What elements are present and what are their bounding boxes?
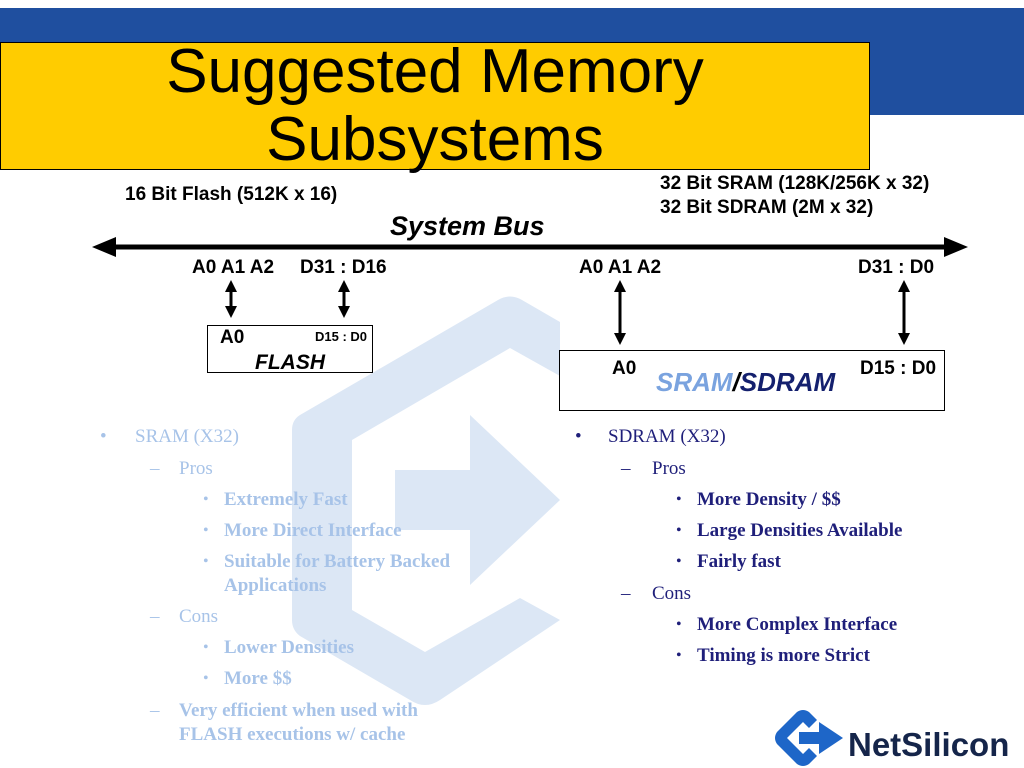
list-marker: • [575, 426, 582, 447]
logo-diamond-band [775, 710, 817, 766]
list-marker: • [100, 426, 107, 447]
system-bus-right-arrowhead [944, 237, 968, 257]
flash-box-name: FLASH [255, 351, 325, 374]
list-marker: • [203, 491, 209, 508]
list-marker: • [203, 670, 209, 687]
list-item: Extremely Fast [224, 489, 348, 510]
list-marker: • [676, 553, 682, 570]
flash-data-arrow-bottom [338, 306, 350, 318]
list-item: Timing is more Strict [697, 645, 870, 666]
flash-data-pins: D31 : D16 [300, 257, 387, 278]
list-item: SDRAM (X32) [608, 426, 726, 447]
flash-box-data-pins: D15 : D0 [315, 329, 368, 344]
list-item: Fairly fast [697, 551, 781, 572]
list-item: Cons [652, 583, 692, 604]
ram-box-name-sdram: SDRAM [739, 367, 836, 397]
ram-address-arrow-top [614, 280, 626, 292]
ram-box-address-pin: A0 [612, 358, 637, 379]
list-marker: – [621, 583, 631, 604]
ram-box-data-pins: D15 : D0 [860, 358, 937, 379]
list-marker: – [150, 458, 160, 479]
list-item: Pros [179, 458, 213, 479]
title-line-2: Subsystems [266, 105, 604, 174]
logo-text: NetSilicon [848, 726, 1010, 763]
watermark-band [292, 296, 560, 705]
ram-box-name: SRAM/SDRAM [656, 367, 835, 397]
sram-caption: 32 Bit SRAM (128K/256K x 32) [660, 173, 930, 194]
list-item: Cons [179, 606, 219, 627]
flash-address-pins: A0 A1 A2 [192, 257, 275, 278]
list-marker: – [150, 606, 160, 627]
flash-caption: 16 Bit Flash (512K x 16) [125, 184, 338, 205]
list-marker: • [676, 616, 682, 633]
flash-data-arrow-top [338, 280, 350, 292]
sram-sdram-box [559, 350, 945, 411]
list-item: More Complex Interface [697, 614, 898, 635]
list-marker: • [676, 522, 682, 539]
ram-address-pins: A0 A1 A2 [579, 257, 662, 278]
ram-box-name-sram: SRAM [656, 367, 733, 397]
ram-address-arrow-bottom [614, 333, 626, 345]
sdram-caption: 32 Bit SDRAM (2M x 32) [660, 197, 874, 218]
ram-data-arrow-top [898, 280, 910, 292]
netsilicon-logo-icon [775, 710, 843, 766]
page-title: Suggested Memory Subsystems [0, 38, 870, 174]
list-marker: • [676, 647, 682, 664]
list-item: Large Densities Available [697, 520, 903, 541]
flash-address-arrow-top [225, 280, 237, 292]
ram-box-name-separator: / [732, 367, 740, 397]
list-marker: • [203, 522, 209, 539]
list-item: More Direct Interface [224, 520, 402, 541]
title-line-1: Suggested Memory [166, 37, 704, 106]
list-marker: – [621, 458, 631, 479]
list-item: More Density / $$ [697, 489, 841, 510]
system-bus-left-arrowhead [92, 237, 116, 257]
list-marker: – [150, 700, 160, 721]
flash-address-arrow-bottom [225, 306, 237, 318]
list-item: Pros [652, 458, 686, 479]
list-item: SRAM (X32) [135, 426, 239, 447]
logo-arrow [799, 722, 843, 754]
list-item: Suitable for Battery Backed Applications [224, 551, 451, 596]
flash-box-address-pin: A0 [220, 327, 245, 348]
ram-data-arrow-bottom [898, 333, 910, 345]
list-item: Very efficient when used with FLASH exec… [179, 700, 418, 745]
list-marker: • [203, 639, 209, 656]
system-bus-label: System Bus [390, 211, 545, 241]
list-marker: • [203, 553, 209, 570]
list-item: Lower Densities [224, 637, 354, 658]
list-marker: • [676, 491, 682, 508]
list-item: More $$ [224, 668, 292, 689]
flash-box [207, 325, 373, 373]
watermark-arrow [395, 415, 560, 585]
ram-data-pins: D31 : D0 [858, 257, 935, 278]
title-box [0, 42, 870, 170]
